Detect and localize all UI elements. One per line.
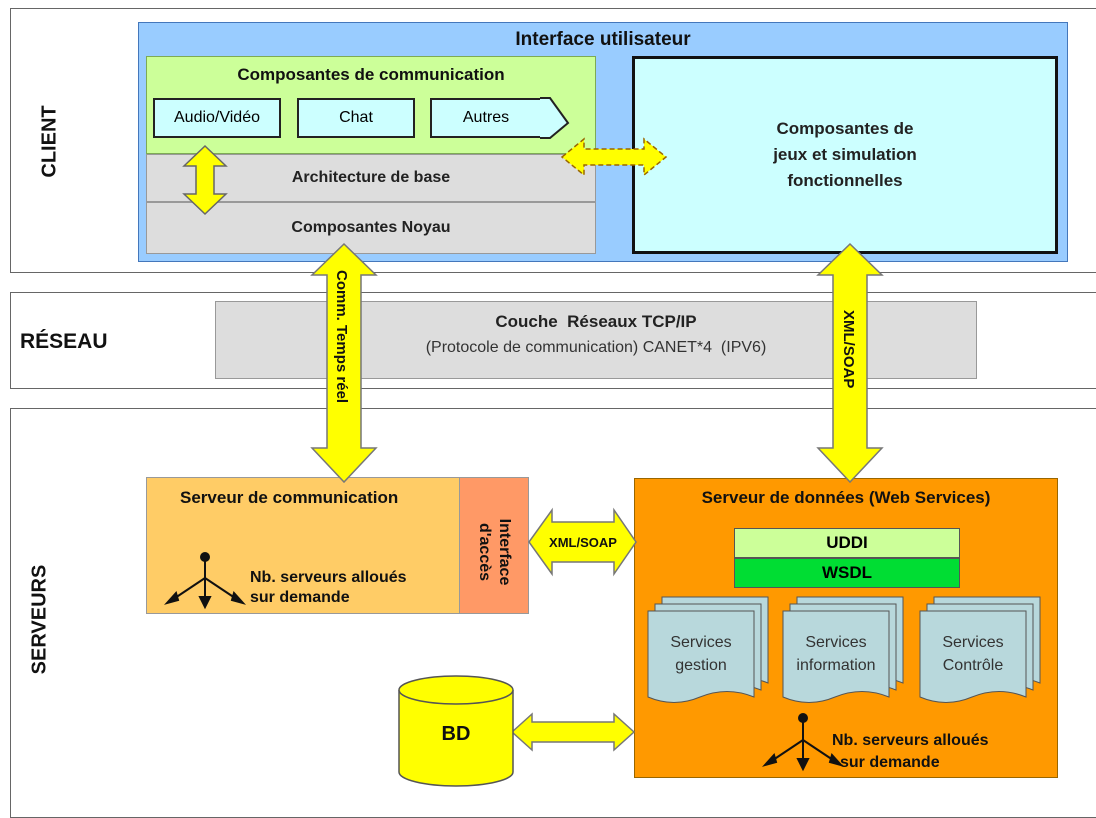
data-server-alloc-line2: sur demande [840,754,940,771]
data-server-alloc-line1: Nb. serveurs alloués [832,732,989,749]
game-components-line3: fonctionnelles [787,171,903,190]
fork-icon-data [761,713,845,772]
core-components: Composantes Noyau [146,202,596,254]
data-server-alloc: Nb. serveurs alloués sur demande [832,730,989,774]
xml-soap-vertical-arrow [816,242,884,484]
comm-core-arrow [182,144,228,216]
service-control-line2: Contrôle [943,657,1004,674]
comm-components-title: Composantes de communication [237,65,505,84]
comm-server-alloc-line2: sur demande [250,589,350,606]
service-stack-information: Services information [782,596,904,703]
game-components-line1: Composantes de [776,119,914,138]
database-cylinder [398,675,514,787]
other-box: Autres [430,98,540,138]
xml-soap-horizontal-label: XML/SOAP [549,535,617,550]
comm-server-alloc: Nb. serveurs alloués sur demande [250,568,407,608]
other-box-notch [540,97,570,139]
user-interface-title: Interface utilisateur [515,29,691,50]
database-label: BD [442,723,471,745]
network-layer-title: Couche Réseaux TCP/IP [495,312,697,331]
service-information-line2: information [796,657,875,674]
client-link-arrow [560,137,668,177]
data-server-title: Serveur de données (Web Services) [701,488,991,507]
realtime-arrow-label: Comm. Temps réel [333,270,350,403]
service-information-line1: Services [805,634,866,651]
comm-server-alloc-line1: Nb. serveurs alloués [250,569,407,586]
service-management-line1: Services [670,634,731,651]
xml-soap-horizontal-arrow [528,507,637,577]
xml-soap-vertical-label: XML/SOAP [840,310,857,388]
db-link-arrow [510,712,636,752]
game-components-label: Composantes de jeux et simulation foncti… [632,56,1058,254]
service-management-line2: gestion [675,657,727,674]
wsdl-box: WSDL [734,558,960,588]
fork-icon-comm [163,552,247,610]
uddi-box: UDDI [734,528,960,558]
network-lane-label: RÉSEAU [20,330,108,353]
game-components-box [632,56,1058,254]
realtime-arrow [310,242,378,484]
access-interface-box [459,477,529,614]
game-components-line2: jeux et simulation [773,145,917,164]
audio-video-box: Audio/Vidéo [153,98,281,138]
service-stack-control: Services Contrôle [919,596,1041,703]
chat-box: Chat [297,98,415,138]
service-control-line1: Services [942,634,1003,651]
comm-server-title: Serveur de communication [180,488,399,507]
service-stack-management: Services gestion [647,596,769,703]
network-layer-subtitle: (Protocole de communication) CANET*4 (IP… [425,339,767,356]
